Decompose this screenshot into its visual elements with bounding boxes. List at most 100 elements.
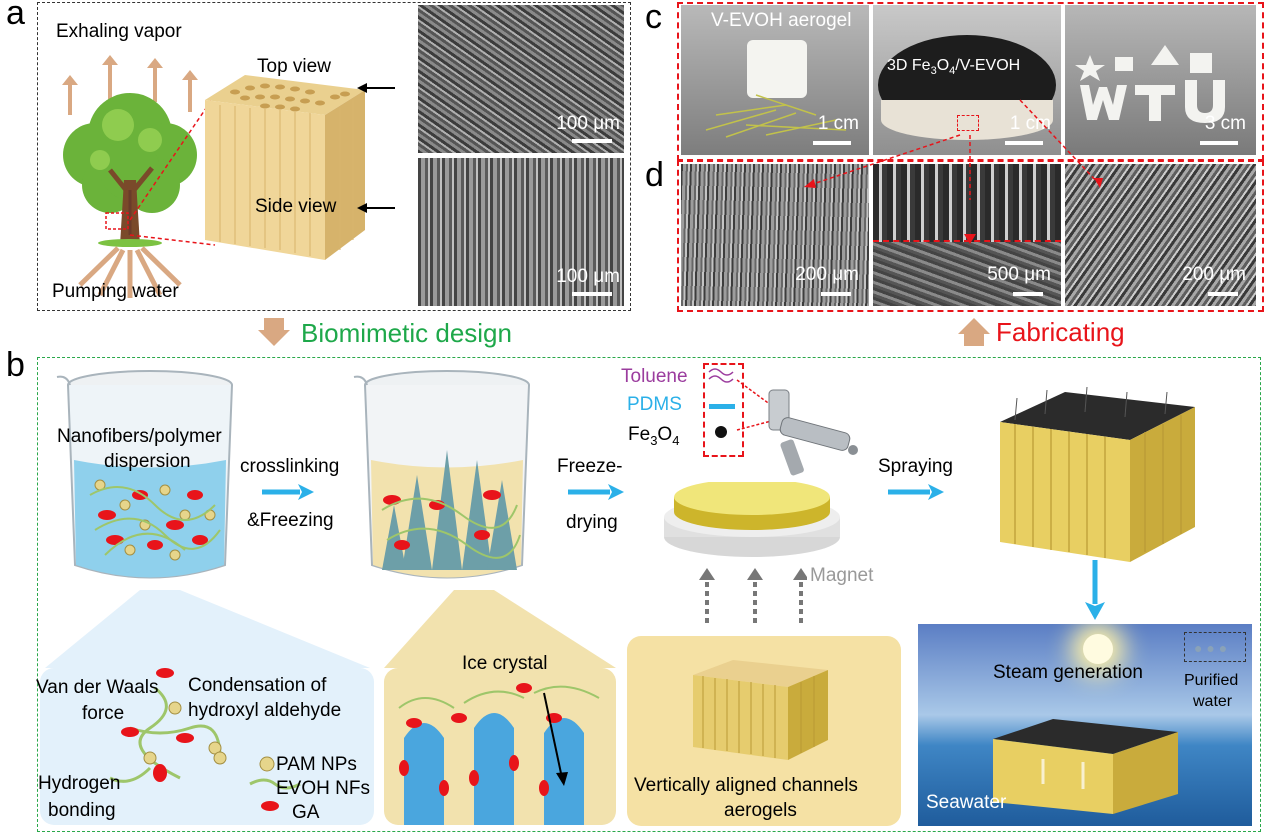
beaker-ice [353,370,530,579]
steam-generation-scene: Steam generation ● ● ● Purified water Se… [918,624,1252,826]
pdms-icon [709,404,735,409]
bonding-label: bonding [48,800,116,821]
scale-bar-label: 3 cm [1204,113,1246,134]
panel-label-a: a [6,0,25,32]
ice-crystal-illustration [398,683,600,825]
channel-block-illustration [205,75,365,260]
interaction-detail-panel [40,668,374,825]
correspondence-arrows [804,99,1103,200]
sem-image-d1: 200 μm [681,164,869,306]
aligned-channels-block [693,660,828,760]
hydroxyl-label: hydroxyl aldehyde [188,700,342,721]
composite-label: 3D Fe3O4/V-EVOH [887,57,1020,77]
composite-prefix: 3D Fe [887,57,931,74]
fe-mid: O [657,424,673,445]
fabricating-label: Fabricating [996,317,1125,347]
scale-bar [821,292,851,296]
scale-bar-label: 100 μm [556,266,620,287]
ice-crystal-label: Ice crystal [462,653,548,674]
scale-bar-label: 1 cm [1009,113,1051,134]
scale-bar [1208,292,1238,296]
composite-disk-photo: 3D Fe3O4/V-EVOH 1 cm [873,5,1061,155]
fe-sub1: 3 [650,432,658,448]
sem-image-d2: 500 μm [873,164,1061,306]
magnet-field-arrows [699,568,807,626]
hydrogen-label: Hydrogen [38,773,121,794]
panel-label-b: b [6,346,25,384]
fe3o4-label: Fe3O4 [628,424,679,448]
panel-label-c: c [645,0,662,36]
pdms-label: PDMS [627,394,682,415]
aerogel-photo-label: V-EVOH aerogel [711,10,852,31]
scale-bar [1013,292,1043,296]
beaker-dispersion [56,370,233,579]
exhaling-vapor-label: Exhaling vapor [56,21,182,42]
sample-box [957,115,979,131]
magnet-disk [664,482,840,557]
toluene-icon [708,368,734,383]
disk-base [881,100,1053,140]
scale-bar [572,292,612,296]
grass-plume [705,94,847,138]
dispersion-label-1: Nanofibers/polymer [57,426,222,447]
interaction-network [109,668,301,811]
biomimetic-arrow [258,318,290,346]
ga-label: GA [292,802,320,823]
scale-bar-label: 500 μm [987,264,1051,285]
fe-prefix: Fe [628,424,651,445]
sun [1083,634,1113,664]
sprayed-aerogel-block [1000,386,1195,562]
scale-bar-label: 200 μm [1182,264,1246,285]
toluene-label: Toluene [621,366,688,387]
legend-box [703,363,744,457]
spraying-arrow [888,484,944,500]
center-arrow-down [964,234,976,244]
pumping-water-label: Pumping water [52,281,179,302]
freezing-label: &Freezing [247,510,334,531]
composite-suffix: /V-EVOH [955,57,1021,74]
pam-label: PAM NPs [276,754,357,775]
side-view-label: Side view [255,196,337,217]
scale-bar [813,141,851,145]
crosslinking-arrow [262,484,314,500]
sem-side-view-image: 100 μm [418,158,624,306]
panel-a-frame [37,2,631,311]
vertically-aligned-label: Vertically aligned channels [634,775,858,796]
condensation-label: Condensation of [188,675,327,696]
spray-gun-icon [736,379,858,476]
scale-bar [572,139,612,143]
zoom-guide-lines [129,94,216,246]
scale-bar-label: 1 cm [817,113,859,134]
scale-bar-label: 200 μm [795,264,859,285]
tree-illustration [62,55,198,298]
magnet-label: Magnet [810,565,874,586]
top-view-arrow [357,83,395,93]
drying-label: drying [566,512,618,533]
freeze-label: Freeze- [557,456,623,477]
seawater-label: Seawater [926,792,1007,813]
top-view-label: Top view [257,56,331,77]
beaker2-zoom-cone [384,590,616,668]
force-label: force [82,703,125,724]
scale-bar-label: 100 μm [556,113,620,134]
water-drops: ● ● ● [1194,640,1228,656]
steam-generation-label: Steam generation [993,662,1143,683]
panel-b-frame [37,357,1261,832]
white-shapes [1075,45,1225,123]
spraying-label: Spraying [878,456,953,477]
panel-d-frame [677,160,1264,312]
sem-top-view-image: 100 μm [418,5,624,153]
shapes-photo: 3 cm [1065,5,1256,155]
van-der-waals-label: Van der Waals [36,677,159,698]
dispersion-label-2: dispersion [104,451,191,472]
aerogel-cylinder [747,40,807,98]
composite-sub1: 3 [930,65,937,78]
purified-label-1: Purified [1184,672,1239,689]
panel-label-d: d [645,156,664,194]
interface-line [873,240,1061,242]
composite-mid: O [936,57,950,74]
crosslinking-label: crosslinking [240,456,340,477]
purified-water-box [1184,632,1246,662]
composite-sub2: 4 [949,65,956,78]
purified-label-2: water [1193,693,1233,710]
